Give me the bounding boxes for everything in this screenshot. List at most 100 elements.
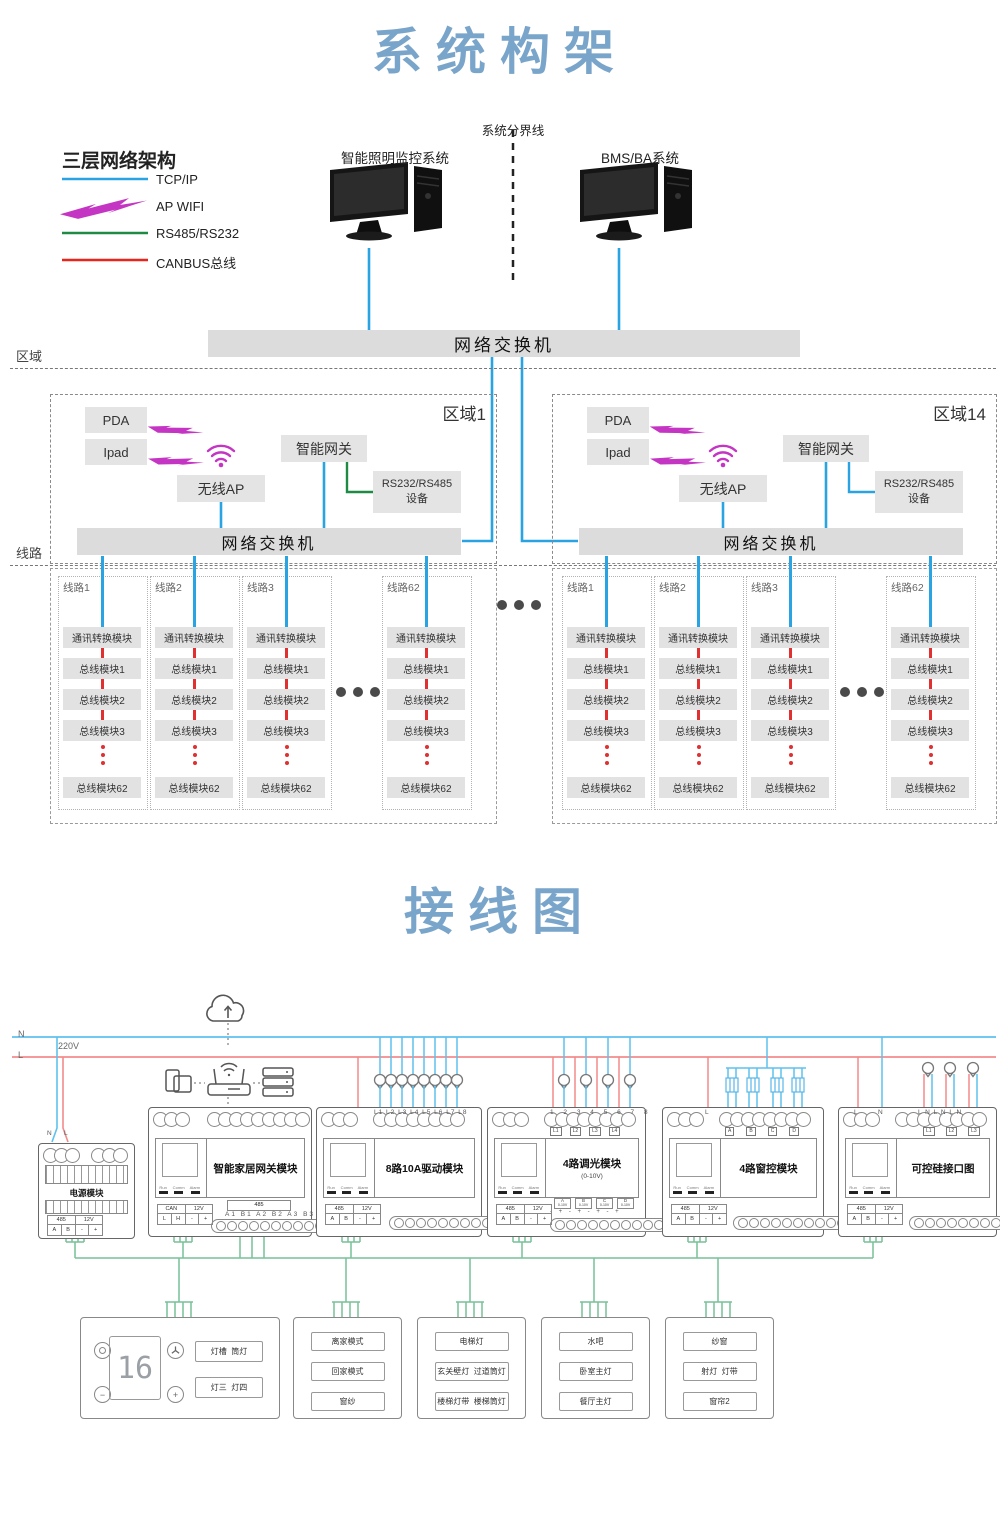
bus-module-box: 总线模块2 (155, 689, 233, 710)
thyristor-n-label: N (878, 1109, 884, 1116)
scene-button[interactable]: 窗纱 (310, 1392, 385, 1411)
canbus-dot (605, 761, 609, 765)
l-label: L (18, 1050, 24, 1060)
scene-button[interactable] (94, 1342, 111, 1359)
canbus-dot (789, 753, 793, 757)
canbus-segment (425, 648, 428, 658)
scene-button[interactable]: 纱窗 (682, 1332, 757, 1351)
boundary-label: 系统分界线 (481, 124, 545, 138)
canbus-dot (193, 761, 197, 765)
plus-button[interactable]: + (167, 1386, 184, 1403)
canbus-segment (193, 648, 196, 658)
channel-tag: L2 (569, 1127, 582, 1136)
channel-tag: L3 (968, 1127, 980, 1136)
terminal-circle (437, 1218, 448, 1228)
tcpip-drop-line (101, 556, 104, 627)
bus-module-box: 总线模块3 (155, 720, 233, 741)
terminal-bump (65, 1148, 80, 1163)
minus-button[interactable]: − (94, 1386, 111, 1403)
terminal-circle (281, 1221, 292, 1231)
scene-button[interactable]: 窗帘2 (682, 1392, 757, 1411)
terminal-cell: + (718, 1216, 722, 1222)
scene-button[interactable]: 回家模式 (310, 1362, 385, 1381)
terminal-cell: L (158, 1214, 172, 1224)
rs-device-line1: RS232/RS485 (381, 477, 453, 490)
router-icon (207, 1062, 251, 1096)
scene-button[interactable]: 餐厅主灯 (558, 1392, 633, 1411)
terminal-cell: A (848, 1214, 862, 1224)
bus-module-box: 总线模块2 (387, 689, 465, 710)
scene-button[interactable]: 离家模式 (310, 1332, 385, 1351)
status-led: Run (673, 1185, 682, 1194)
terminal-circle (968, 1218, 979, 1228)
terminal-bump (175, 1112, 190, 1127)
terminal-circle (792, 1218, 803, 1228)
terminal-cell: - (876, 1214, 890, 1224)
bus-module-box: 总线模块1 (155, 658, 233, 679)
bus-module-box: 总线模块1 (751, 658, 829, 679)
voltage-label: 220V (58, 1041, 80, 1051)
terminal-bump (796, 1112, 811, 1127)
canbus-segment (697, 710, 700, 720)
keypad-panel-3: 电梯灯玄关壁灯 过道筒灯楼梯灯带 楼梯筒灯 (417, 1317, 526, 1419)
scene-button[interactable]: 电梯灯 (434, 1332, 509, 1351)
canbus-dot (425, 753, 429, 757)
terminal-circle (259, 1221, 270, 1231)
canbus-dot (605, 745, 609, 749)
module-name: 4路调光模块(0-10V) (562, 1158, 622, 1180)
legend-item-apwifi: AP WIFI (156, 199, 205, 214)
light-button-1[interactable]: 灯槽 筒灯 (195, 1341, 263, 1362)
canbus-segment (605, 710, 608, 720)
light-button-2[interactable]: 灯三 灯四 (195, 1377, 263, 1398)
canbus-segment (285, 679, 288, 689)
scene-button[interactable]: 水吧 (558, 1332, 633, 1351)
canbus-dot (285, 753, 289, 757)
power-n-label: N (47, 1130, 53, 1137)
scene-button[interactable]: 楼梯灯带 楼梯筒灯 (434, 1392, 509, 1411)
terminal-bump (295, 1112, 310, 1127)
scene-button[interactable]: 射灯 灯带 (682, 1362, 757, 1381)
canbus-dot (789, 761, 793, 765)
region-ellipsis (497, 597, 548, 615)
wiring-lines-layer (12, 994, 996, 1317)
terminal-cell: B (62, 1225, 76, 1235)
terminal-bump (514, 1112, 529, 1127)
terminal-bump (343, 1112, 358, 1127)
terminal-circle (470, 1218, 481, 1228)
canbus-segment (929, 679, 932, 689)
tcpip-drop-line (929, 556, 932, 627)
bus-module-box: 总线模块62 (63, 777, 141, 798)
tcpip-drop-line (697, 556, 700, 627)
region-14: 区域14 PDA Ipad 无线AP 智能网关 RS232/RS485 设备 网… (552, 394, 997, 564)
scene-button[interactable]: 卧室主灯 (558, 1362, 633, 1381)
terminal-circle (554, 1220, 565, 1230)
canbus-segment (697, 648, 700, 658)
main-network-switch: 网络交换机 (208, 330, 800, 357)
scene-button[interactable]: 玄关壁灯 过道筒灯 (434, 1362, 509, 1381)
region-switch: 网络交换机 (77, 528, 461, 555)
region-switch: 网络交换机 (579, 528, 963, 555)
architecture-lines-layer (60, 130, 693, 543)
motor-icon (725, 1077, 739, 1093)
bus-module-box: 总线模块1 (387, 658, 465, 679)
terminal-circle (576, 1220, 587, 1230)
terminal-circle (913, 1218, 924, 1228)
terminal-cell: + (94, 1227, 98, 1233)
line-column-label: 线路1 (567, 582, 594, 594)
bus-module-box: 总线模块2 (247, 689, 325, 710)
fan-button[interactable] (167, 1342, 184, 1359)
canbus-segment (929, 710, 932, 720)
bus-module-box: 总线模块3 (659, 720, 737, 741)
channel-tag: B (746, 1127, 756, 1136)
region-14-lines (648, 415, 875, 528)
